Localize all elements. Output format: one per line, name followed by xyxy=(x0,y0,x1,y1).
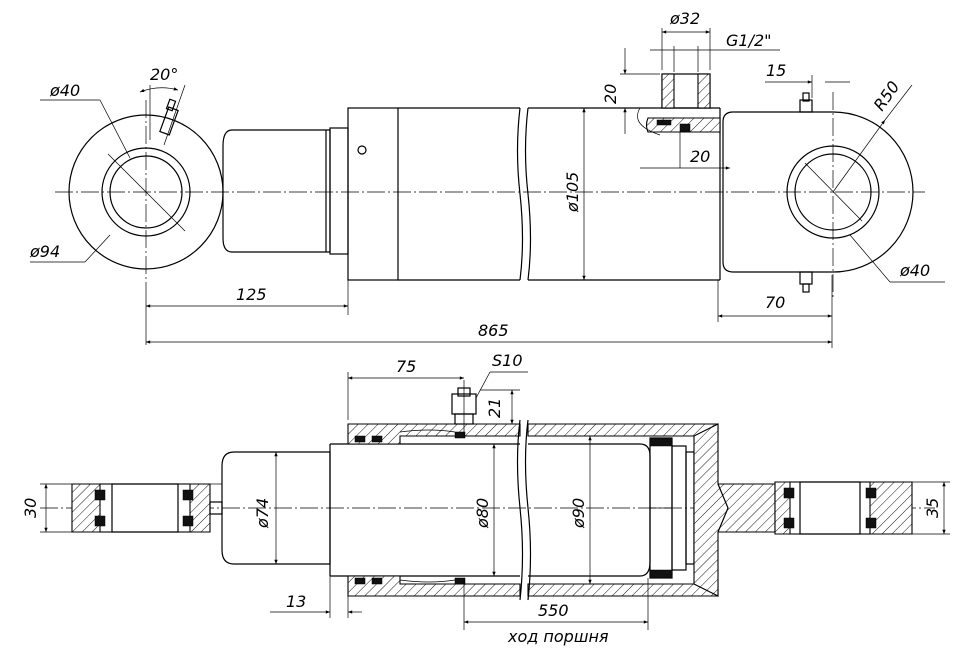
left-eye-section xyxy=(71,483,223,533)
dim-bore-diameter: ø90 xyxy=(569,498,588,529)
dim-s10: S10 xyxy=(492,351,523,370)
dim-75: 75 xyxy=(396,357,416,376)
top-dimensions: 125 865 70 15 ø32 G1/2" 20 20 ø105 R50 ø… xyxy=(29,9,945,348)
dim-550: 550 xyxy=(538,601,569,620)
dim-left-outer: ø94 xyxy=(29,242,60,261)
dim-865: 865 xyxy=(478,321,509,340)
dim-15: 15 xyxy=(766,61,786,80)
rod-block xyxy=(222,127,349,255)
right-eye-section xyxy=(774,481,913,535)
right-eye xyxy=(722,92,914,300)
dim-30: 30 xyxy=(21,498,40,518)
fitting-s10 xyxy=(451,380,477,436)
dim-rod-diameter: ø74 xyxy=(253,498,272,529)
dim-right-bore: ø40 xyxy=(899,261,930,280)
dim-body-diameter: ø105 xyxy=(563,172,582,213)
dim-left-bore: ø40 xyxy=(49,81,80,100)
piston-head xyxy=(649,437,695,579)
dim-port-thread: G1/2" xyxy=(726,31,772,50)
bottom-dimensions: 75 S10 21 30 ø74 ø80 ø90 35 13 550 ход п… xyxy=(21,351,950,646)
grease-nipple-bottom xyxy=(799,271,813,293)
dim-13: 13 xyxy=(286,592,306,611)
dim-port-height: 20 xyxy=(601,84,620,104)
dim-piston-rod-diameter: ø80 xyxy=(473,498,492,529)
dim-70: 70 xyxy=(765,293,785,312)
dim-21: 21 xyxy=(485,398,504,418)
stroke-label: ход поршня xyxy=(507,627,609,646)
cylinder-body xyxy=(347,107,721,281)
bottom-view: 75 S10 21 30 ø74 ø80 ø90 35 13 550 ход п… xyxy=(21,351,950,646)
top-view: 125 865 70 15 ø32 G1/2" 20 20 ø105 R50 ø… xyxy=(29,9,945,348)
end-cap xyxy=(693,423,776,597)
dim-angle: 20° xyxy=(150,65,178,84)
dim-eye-radius: R50 xyxy=(870,78,904,115)
dim-125: 125 xyxy=(236,285,267,304)
left-eye xyxy=(68,84,224,285)
port-fitting xyxy=(637,73,721,168)
dim-35: 35 xyxy=(923,498,942,518)
dim-port-depth: 20 xyxy=(690,147,710,166)
grease-nipple-top xyxy=(799,92,813,113)
grease-nipple-left xyxy=(159,98,179,136)
dim-port-diameter: ø32 xyxy=(669,9,700,28)
